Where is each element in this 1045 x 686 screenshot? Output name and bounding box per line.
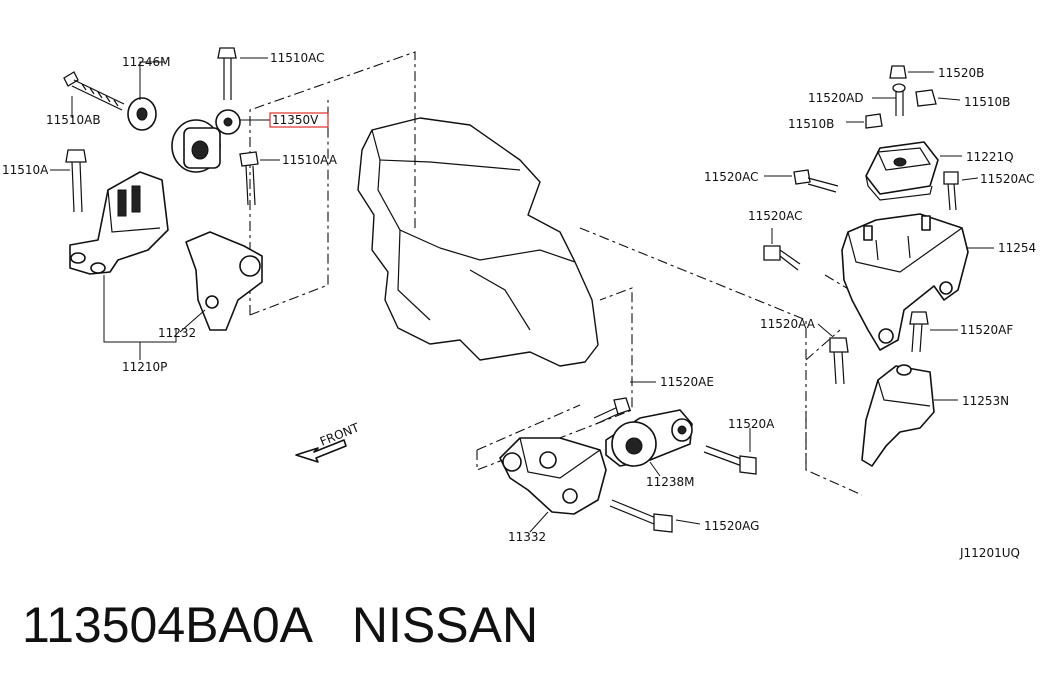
label-11510AA: 11510AA xyxy=(282,153,338,167)
label-11520A: 11520A xyxy=(728,417,775,431)
bolt-11520A xyxy=(703,445,757,475)
label-11254: 11254 xyxy=(998,241,1036,255)
label-11221Q: 11221Q xyxy=(966,150,1014,164)
label-11238M: 11238M xyxy=(646,475,695,489)
bolt-11520AG xyxy=(609,499,673,533)
label-11520B: 11520B xyxy=(938,66,984,80)
bolt-11510A xyxy=(65,149,87,213)
front-arrow-icon xyxy=(295,439,347,463)
label-11520AC-1: 11520AC xyxy=(704,170,759,184)
bolt-11510AB xyxy=(63,71,125,111)
label-11253N: 11253N xyxy=(962,394,1009,408)
bolt-11510AC xyxy=(217,47,237,100)
bolt-11520AE xyxy=(593,397,631,425)
label-11520AD: 11520AD xyxy=(808,91,864,105)
bottom-mount-assembly xyxy=(499,381,757,533)
diagram-code: J11201UQ xyxy=(959,546,1020,560)
bolt-11520AC-lower xyxy=(763,245,801,271)
label-11520AC-3: 11520AC xyxy=(748,209,803,223)
insulator-11221Q xyxy=(865,141,939,201)
label-11510B-top: 11510B xyxy=(964,95,1010,109)
bushing-11350V xyxy=(171,109,241,173)
label-11350V: 11350V xyxy=(272,113,319,127)
highlight-box-11350V xyxy=(269,112,329,128)
label-11520AC-2: 11520AC xyxy=(980,172,1035,186)
bracket-11210P xyxy=(69,171,169,275)
label-11210P: 11210P xyxy=(122,360,167,374)
label-11520AG: 11520AG xyxy=(704,519,759,533)
washer-11246M xyxy=(127,97,157,131)
left-mount-assembly xyxy=(50,47,280,360)
label-11510A: 11510A xyxy=(2,163,49,177)
bolt-11520AA xyxy=(829,337,849,385)
label-11510B-mid: 11510B xyxy=(788,117,834,131)
label-11232: 11232 xyxy=(158,326,196,340)
mount-11238M xyxy=(605,409,693,467)
bracket-11332 xyxy=(499,437,607,515)
nut-11520B xyxy=(889,65,907,79)
label-11520AF: 11520AF xyxy=(960,323,1013,337)
stud-11520AD xyxy=(892,83,906,116)
callout-labels: 11246M 11510AC 11510AB 11510A 11350V 115… xyxy=(2,51,1036,560)
bracket-11254 xyxy=(841,213,969,351)
label-11520AE: 11520AE xyxy=(660,375,714,389)
nut-11510B-top xyxy=(915,89,937,107)
bolt-11520AC-right xyxy=(943,171,959,211)
label-11510AC: 11510AC xyxy=(270,51,325,65)
engine-block xyxy=(357,117,599,367)
right-mount-assembly xyxy=(763,65,994,467)
label-11520AA: 11520AA xyxy=(760,317,816,331)
nut-11510B-mid xyxy=(865,113,883,129)
bracket-11253N xyxy=(861,364,935,467)
bolt-11520AF xyxy=(909,311,929,353)
bolt-11520AC-left xyxy=(793,169,839,193)
label-11332: 11332 xyxy=(508,530,546,544)
label-11246M: 11246M xyxy=(122,55,171,69)
part-number-footer: 113504BA0A NISSAN xyxy=(22,597,539,653)
bracket-11232 xyxy=(185,231,263,331)
bolt-11510AA xyxy=(239,151,259,206)
label-11510AB: 11510AB xyxy=(46,113,101,127)
